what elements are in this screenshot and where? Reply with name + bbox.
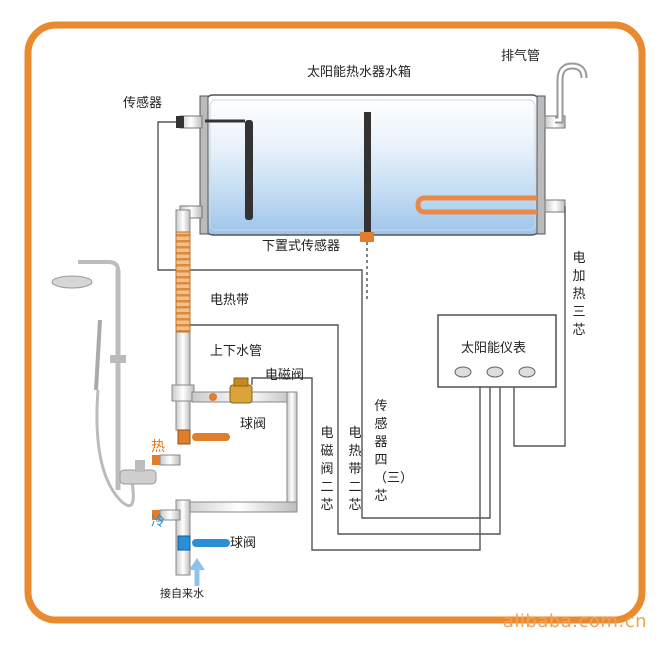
- ball-valve-hot-label: 球阀: [240, 417, 267, 432]
- solenoid-2core-label: 电磁阀二芯: [320, 426, 334, 513]
- up-down-pipe-label: 上下水管: [210, 344, 263, 359]
- solenoid-valve-label: 电磁阀: [265, 368, 305, 383]
- exhaust-pipe-label: 排气管: [501, 49, 541, 64]
- tap-water-arrow: [189, 558, 205, 586]
- ball-valve-cold-label: 球阀: [230, 536, 257, 551]
- bottom-sensor-label: 下置式传感器: [262, 239, 341, 254]
- watermark: alibaba.com.cn: [502, 611, 647, 632]
- tank-label: 太阳能热水器水箱: [307, 65, 412, 80]
- solar-meter: [437, 314, 557, 388]
- up-down-pipe: [159, 209, 298, 576]
- solenoid-valve: [209, 377, 253, 404]
- electric-heat-3core-label: 电加热三芯: [572, 251, 586, 338]
- sensor-4-3core-label: 传感器四（三）芯: [374, 399, 414, 504]
- heating-band-2core-label: 电热带二芯: [348, 426, 362, 513]
- ball-valve-hot: [177, 429, 230, 445]
- heating-band-label: 电热带: [210, 293, 250, 308]
- meter-wires: [190, 206, 566, 551]
- ball-valve-cold: [177, 535, 230, 551]
- hot-label: 热: [151, 439, 165, 455]
- outer-frame: [24, 21, 646, 624]
- sensor-top-label: 传感器: [123, 96, 163, 111]
- sensor-wire: [157, 121, 363, 500]
- cold-fitting: [152, 510, 160, 520]
- shower-set: [51, 260, 157, 508]
- meter-label: 太阳能仪表: [461, 341, 527, 356]
- tap-water-label: 接自来水: [160, 587, 204, 600]
- hot-fitting: [152, 455, 160, 465]
- water-tank: [179, 94, 566, 236]
- cold-label: 冷: [151, 514, 165, 530]
